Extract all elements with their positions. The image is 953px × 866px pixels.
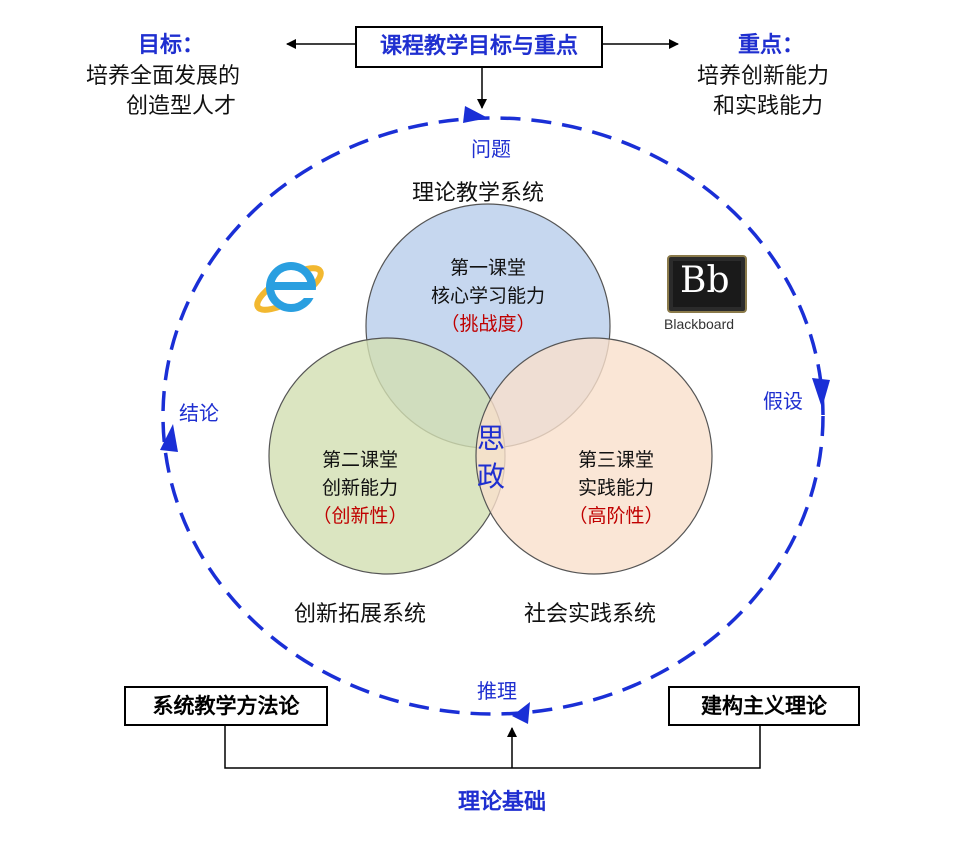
- cycle-label-question: 问题: [471, 137, 511, 161]
- cycle-arrow-right: [812, 378, 830, 408]
- theory-foundation-label: 理论基础: [458, 790, 547, 815]
- first-classroom-ability: 核心学习能力: [430, 285, 545, 307]
- venn-circle-third: [475, 337, 713, 575]
- goal-line1: 培养全面发展的: [86, 64, 241, 89]
- third-classroom-tag: （高阶性）: [568, 505, 664, 527]
- first-classroom-title: 第一课堂: [449, 257, 526, 279]
- third-classroom-ability: 实践能力: [577, 477, 654, 499]
- third-classroom-text: 第三课堂 实践能力 （高阶性）: [546, 446, 686, 530]
- second-classroom-text: 第二课堂 创新能力 （创新性）: [290, 446, 430, 530]
- second-classroom-tag: （创新性）: [312, 505, 408, 527]
- social-system-label: 社会实践系统: [524, 602, 657, 627]
- center-ideology-char1: 思: [477, 422, 506, 455]
- center-ideology-char2: 政: [477, 460, 506, 493]
- first-classroom-text: 第一课堂 核心学习能力 （挑战度）: [418, 254, 558, 338]
- focus-label: 重点：: [738, 33, 805, 58]
- blackboard-logo: [667, 255, 747, 313]
- theory-system-label: 理论教学系统: [412, 181, 545, 206]
- systematic-method-label: 系统教学方法论: [152, 694, 300, 718]
- course-goal-title-box: 课程教学目标与重点: [355, 26, 603, 68]
- third-classroom-title: 第三课堂: [577, 449, 654, 471]
- blackboard-mark: Bb: [680, 260, 730, 301]
- dashed-cycle: [161, 116, 825, 716]
- cycle-arrow-top: [463, 106, 488, 123]
- second-classroom-ability: 创新能力: [321, 477, 398, 499]
- goal-label: 目标：: [138, 33, 205, 58]
- innovation-system-label: 创新拓展系统: [294, 602, 427, 627]
- cycle-label-reasoning: 推理: [477, 679, 517, 703]
- foundation-connector: [224, 724, 761, 769]
- constructivism-label: 建构主义理论: [701, 694, 827, 718]
- cycle-label-hypothesis: 假设: [763, 389, 803, 413]
- course-goal-title: 课程教学目标与重点: [379, 34, 578, 59]
- focus-line1: 培养创新能力: [697, 64, 830, 89]
- internet-explorer-icon: [254, 262, 324, 313]
- focus-line2: 和实践能力: [713, 94, 824, 119]
- goal-line2: 创造型人才: [126, 94, 237, 119]
- cycle-arrow-left: [160, 424, 178, 452]
- second-classroom-title: 第二课堂: [321, 449, 398, 471]
- cycle-arrow-bottom: [512, 702, 530, 724]
- blackboard-text: Blackboard: [664, 316, 735, 332]
- first-classroom-tag: （挑战度）: [440, 313, 536, 335]
- cycle-label-conclusion: 结论: [179, 401, 219, 425]
- systematic-method-box: 系统教学方法论: [124, 686, 328, 726]
- constructivism-box: 建构主义理论: [668, 686, 860, 726]
